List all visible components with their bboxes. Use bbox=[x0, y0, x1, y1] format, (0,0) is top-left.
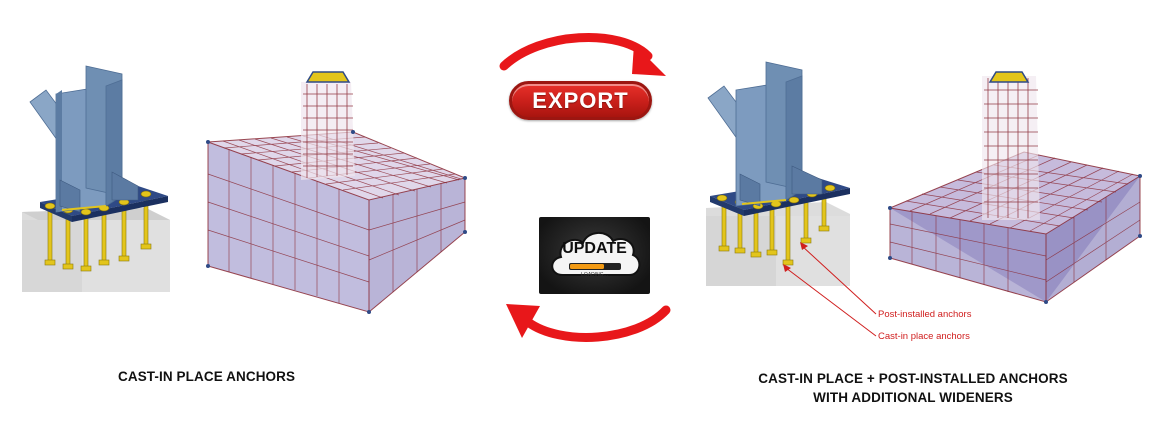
steel-connection-right bbox=[706, 61, 850, 286]
update-sublabel: LOADING... bbox=[581, 272, 608, 278]
caption-right-line2: WITH ADDITIONAL WIDENERS bbox=[813, 390, 1013, 405]
caption-right: CAST-IN PLACE + POST-INSTALLED ANCHORS W… bbox=[748, 369, 1078, 407]
export-button[interactable]: EXPORT bbox=[509, 81, 652, 120]
curved-arrow-left-icon bbox=[506, 304, 671, 342]
rebar-cage-left bbox=[206, 71, 467, 314]
curved-arrow-right-icon bbox=[499, 32, 666, 76]
annotation-cast-in-place: Cast-in place anchors bbox=[878, 331, 970, 342]
annotation-post-installed: Post-installed anchors bbox=[878, 309, 972, 320]
export-label: EXPORT bbox=[532, 87, 629, 113]
update-label: UPDATE bbox=[562, 240, 627, 257]
caption-right-line1: CAST-IN PLACE + POST-INSTALLED ANCHORS bbox=[758, 371, 1068, 386]
cloud-icon bbox=[551, 232, 641, 276]
steel-connection-left bbox=[22, 65, 170, 292]
update-badge: UPDATE LOADING... bbox=[539, 217, 650, 294]
caption-left: CAST-IN PLACE ANCHORS bbox=[118, 369, 296, 384]
annotation-leaders bbox=[783, 242, 877, 337]
rebar-cage-right bbox=[888, 71, 1142, 304]
